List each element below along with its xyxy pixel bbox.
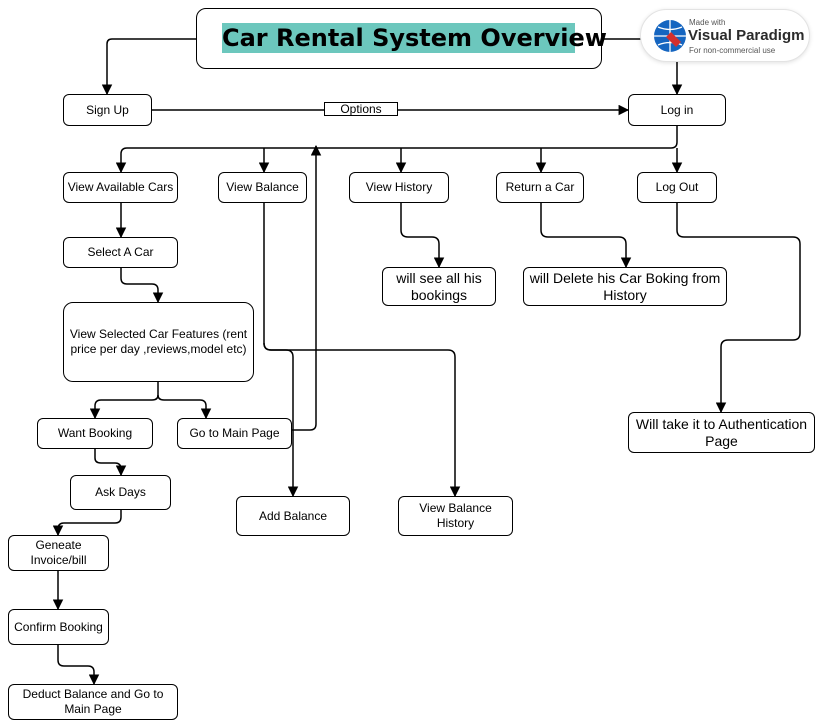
node-view-balance[interactable]: View Balance — [218, 172, 307, 203]
watermark-made-with: Made with — [689, 18, 726, 27]
node-ask-days[interactable]: Ask Days — [70, 475, 171, 510]
visual-paradigm-logo-icon — [654, 20, 686, 52]
node-generate-invoice[interactable]: Geneate Invoice/bill — [8, 535, 109, 571]
edge-history-to-bookings — [400, 203, 445, 269]
diagram-title: Car Rental System Overview — [222, 23, 607, 53]
edge-features-to-want-booking — [89, 382, 159, 420]
node-see-all-bookings: will see all his bookings — [382, 267, 496, 306]
edge-title-to-signup — [101, 38, 196, 96]
node-confirm-booking[interactable]: Confirm Booking — [8, 609, 109, 645]
node-authentication-page: Will take it to Authentication Page — [628, 412, 815, 453]
edge-features-to-main-page — [157, 394, 212, 420]
edge-want-booking-to-ask-days — [94, 449, 127, 477]
options-edge-label: Options — [324, 102, 398, 116]
node-add-balance[interactable]: Add Balance — [236, 496, 350, 536]
edge-confirm-to-deduct — [57, 645, 100, 686]
watermark-note: For non-commercial use — [689, 46, 776, 55]
edge-return-to-delete — [540, 203, 632, 269]
node-log-out[interactable]: Log Out — [637, 172, 717, 203]
node-deduct-balance[interactable]: Deduct Balance and Go to Main Page — [8, 684, 178, 720]
node-go-to-main-page[interactable]: Go to Main Page — [177, 418, 292, 449]
edge-view-balance-to-history — [263, 342, 461, 498]
node-view-selected-car-features[interactable]: View Selected Car Features (rent price p… — [63, 302, 254, 382]
edge-select-to-features — [120, 268, 164, 304]
edge-main-page-to-login-bus — [292, 144, 322, 431]
node-log-in[interactable]: Log in — [628, 94, 726, 126]
node-view-balance-history[interactable]: View Balance History — [398, 496, 513, 536]
edge-ask-days-to-invoice — [52, 510, 122, 537]
node-view-history[interactable]: View History — [349, 172, 449, 203]
watermark-brand: Visual Paradigm — [688, 27, 805, 44]
node-select-a-car[interactable]: Select A Car — [63, 237, 178, 268]
node-view-available-cars[interactable]: View Available Cars — [63, 172, 178, 203]
edge-login-to-view-cars — [115, 126, 678, 174]
node-return-a-car[interactable]: Return a Car — [496, 172, 584, 203]
node-want-booking[interactable]: Want Booking — [37, 418, 153, 449]
node-delete-booking: will Delete his Car Boking from History — [523, 267, 727, 306]
visual-paradigm-watermark: Made with Visual Paradigm For non-commer… — [640, 9, 810, 62]
edge-logout-to-auth — [676, 203, 801, 414]
node-sign-up[interactable]: Sign Up — [63, 94, 152, 126]
